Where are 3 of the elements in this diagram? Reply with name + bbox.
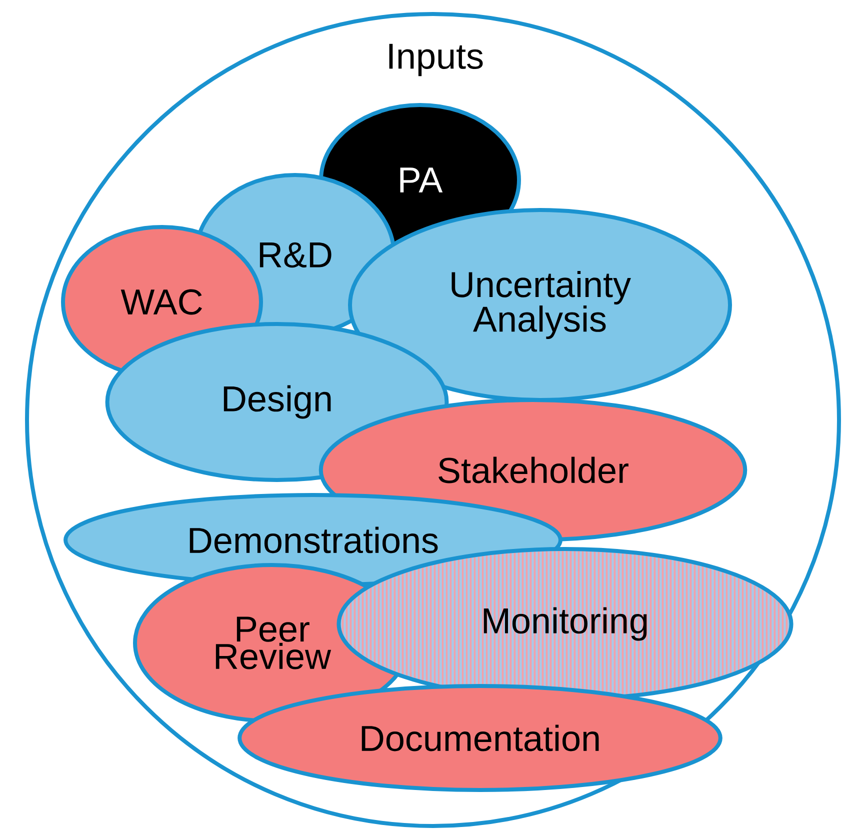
ellipse-bubble: Documentation — [238, 684, 722, 792]
heading: Inputs — [389, 44, 483, 76]
outer-circle — [25, 12, 841, 828]
